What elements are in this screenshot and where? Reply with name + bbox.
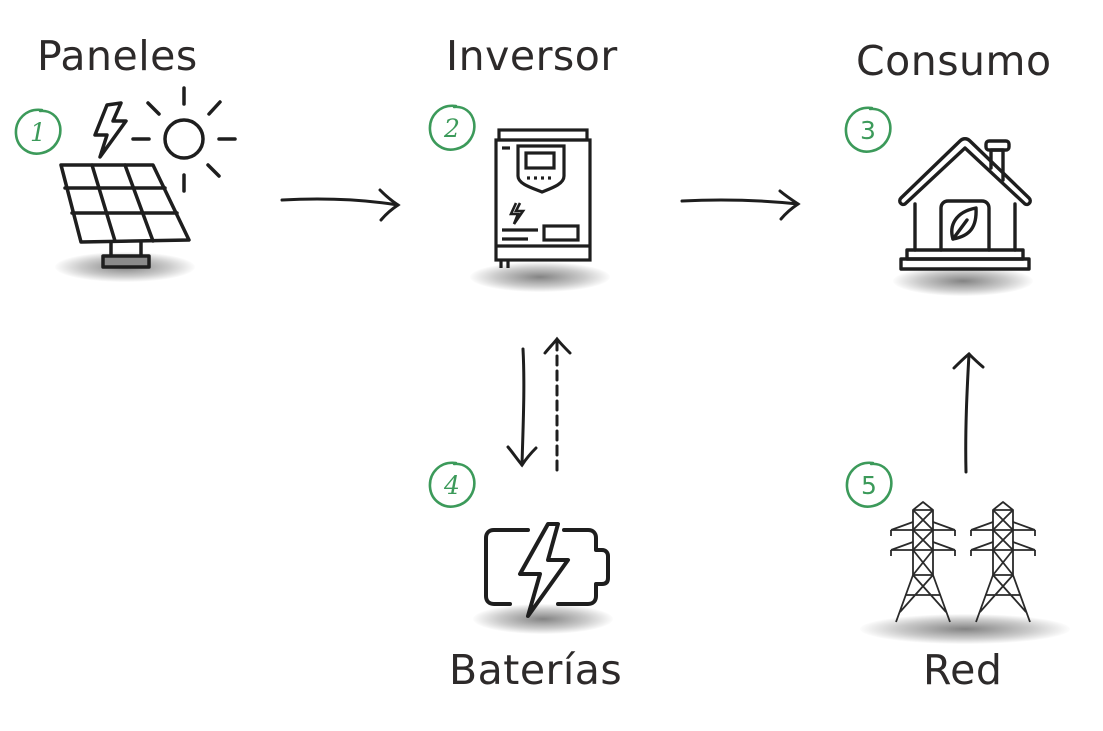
step-number: 3 [860, 115, 876, 145]
lightning-bolt-icon [93, 101, 128, 159]
power-tower-icon [970, 501, 1036, 623]
leaf-icon [950, 206, 978, 241]
step-badge-2: 2 [426, 102, 478, 154]
lightning-bolt-icon [518, 522, 570, 618]
node-label-baterias: Baterías [449, 646, 623, 694]
node-label-red: Red [923, 646, 1003, 694]
house-leaf-icon [893, 128, 1038, 280]
battery-charging-icon [482, 520, 617, 624]
step-badge-1: 1 [12, 106, 64, 158]
node-label-paneles: Paneles [37, 32, 198, 80]
arrow-red-to-consumo [952, 350, 985, 479]
sun-icon [131, 86, 237, 193]
hand-drawn-circle-icon [428, 461, 476, 508]
step-badge-5: 5 [843, 459, 895, 511]
icon-shadow [473, 604, 613, 634]
node-label-inversor: Inversor [446, 32, 618, 80]
icon-shadow [470, 262, 610, 292]
arrow-baterias-to-inversor-dashed [543, 335, 573, 484]
node-label-consumo: Consumo [856, 37, 1052, 85]
step-number: 4 [444, 470, 460, 500]
step-badge-3: 3 [842, 104, 894, 156]
arrow-inversor-to-consumo [680, 189, 805, 234]
hand-drawn-circle-icon [428, 104, 476, 151]
step-badge-4: 4 [426, 459, 478, 511]
icon-shadow [893, 266, 1033, 296]
hand-drawn-circle-icon [844, 106, 892, 153]
lightning-bolt-icon [508, 202, 526, 225]
arrow-paneles-to-inversor [280, 188, 405, 234]
hand-drawn-circle-icon [845, 461, 893, 508]
step-number: 1 [30, 117, 46, 147]
hand-drawn-circle-icon [14, 108, 62, 155]
inverter-icon [494, 128, 594, 282]
step-number: 5 [861, 470, 877, 500]
solar-panel-icon [55, 85, 245, 274]
icon-shadow [860, 614, 1070, 644]
power-towers-icon [888, 500, 1048, 634]
power-tower-icon [890, 501, 956, 623]
arrow-inversor-to-baterias [505, 347, 538, 476]
step-number: 2 [444, 113, 460, 143]
